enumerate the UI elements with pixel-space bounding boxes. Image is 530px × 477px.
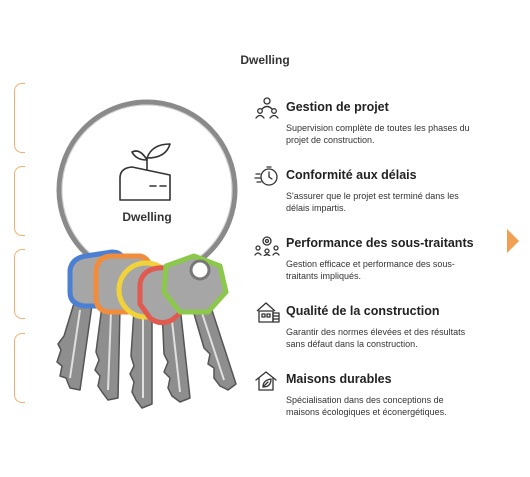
project-team-icon bbox=[255, 97, 279, 119]
key-ring bbox=[56, 99, 238, 281]
key-blade-2 bbox=[94, 305, 121, 401]
left-bracket-3 bbox=[14, 249, 25, 319]
key-hole-green bbox=[189, 259, 211, 281]
subcontractor-network-icon bbox=[254, 236, 280, 256]
diagram-title: Dwelling bbox=[240, 53, 290, 67]
item-heading: Conformité aux délais bbox=[286, 168, 417, 182]
eco-house-icon bbox=[255, 371, 277, 391]
item-description: S'assurer que le projet est terminé dans… bbox=[286, 191, 459, 213]
building-quality-icon bbox=[256, 302, 280, 323]
item-heading: Performance des sous-traitants bbox=[286, 236, 474, 250]
left-bracket-1 bbox=[14, 83, 25, 153]
stopwatch-icon bbox=[254, 166, 278, 186]
house-plant-icon bbox=[119, 143, 171, 201]
key-grooves bbox=[69, 303, 225, 398]
item-description: Garantir des normes élevées et des résul… bbox=[286, 327, 466, 349]
key-ring-inner bbox=[61, 104, 233, 276]
key-heads bbox=[67, 249, 229, 326]
next-arrow-icon[interactable] bbox=[507, 229, 519, 253]
item-heading: Maisons durables bbox=[286, 372, 392, 386]
left-bracket-4 bbox=[14, 333, 25, 403]
item-heading: Qualité de la construction bbox=[286, 304, 440, 318]
item-heading: Gestion de projet bbox=[286, 100, 389, 114]
item-description: Gestion efficace et performance des sous… bbox=[286, 259, 455, 281]
ring-label: Dwelling bbox=[122, 210, 172, 224]
left-bracket-2 bbox=[14, 166, 25, 236]
item-description: Spécialisation dans des conceptions de m… bbox=[286, 395, 447, 417]
item-description: Supervision complète de toutes les phase… bbox=[286, 123, 470, 145]
key-blade-3 bbox=[129, 309, 153, 409]
